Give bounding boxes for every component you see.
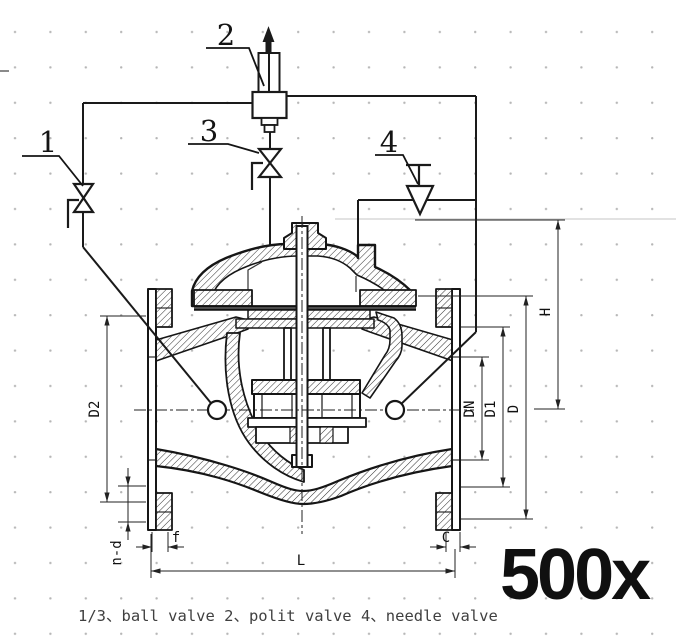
left-diaphragm-plate bbox=[193, 289, 253, 307]
right-outlet-wall bbox=[361, 311, 403, 399]
ball-valve-3-symbol bbox=[250, 147, 284, 190]
ball-valve-1-symbol bbox=[66, 182, 96, 228]
dim-label-f: f bbox=[172, 530, 180, 546]
right-flange-port bbox=[384, 399, 406, 421]
callout-leaders bbox=[22, 47, 419, 187]
dim-label-d1: D1 bbox=[483, 401, 499, 418]
dim-label-nd: n-d bbox=[109, 540, 125, 565]
seat-lower-cell-right bbox=[319, 426, 334, 444]
dim-label-d2: D2 bbox=[87, 401, 103, 418]
callout-3-label: 3 bbox=[200, 114, 218, 148]
dim-label-h: H bbox=[538, 308, 554, 316]
bonnet-inner-ledge bbox=[247, 261, 357, 292]
diaphragm-clamp-plate bbox=[247, 309, 371, 320]
centerlines bbox=[134, 216, 474, 534]
callout-2-label: 2 bbox=[217, 18, 235, 52]
dim-label-c: C bbox=[442, 530, 450, 546]
right-guide-rod bbox=[322, 327, 331, 381]
pilot-piping bbox=[82, 95, 477, 332]
main-valve-section bbox=[134, 216, 474, 534]
dim-label-l: L bbox=[297, 553, 305, 569]
construction-lines bbox=[0, 70, 676, 220]
dimension-labels: D2 n-d f C L DN D1 D H bbox=[87, 308, 554, 571]
callout-1-label: 1 bbox=[39, 125, 57, 159]
dimension-lines bbox=[100, 219, 565, 578]
dim-label-dn: DN bbox=[462, 401, 478, 418]
right-diaphragm-plate bbox=[359, 289, 417, 307]
left-flange-port bbox=[206, 399, 228, 421]
left-guide-rod bbox=[283, 327, 292, 381]
callout-4-label: 4 bbox=[380, 125, 398, 159]
model-label: 500x bbox=[500, 535, 651, 615]
needle-valve-4-symbol bbox=[405, 163, 435, 217]
dim-label-d: D bbox=[506, 405, 522, 413]
sensing-lines bbox=[82, 246, 477, 409]
seat-housing-ribs bbox=[261, 394, 353, 418]
legend-caption: 1/3、ball valve 2、polit valve 4、needle va… bbox=[78, 607, 498, 625]
